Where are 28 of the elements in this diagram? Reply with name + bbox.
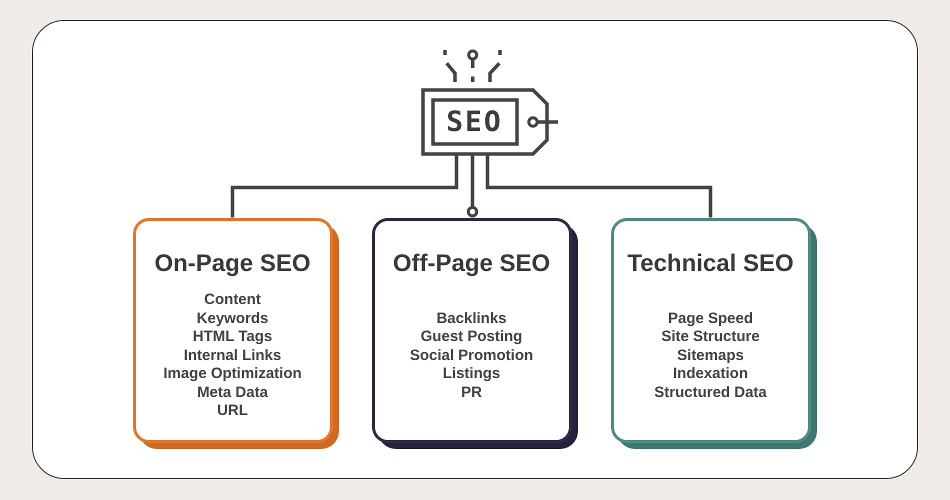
list-item: Internal Links	[184, 346, 282, 366]
category-title: Off-Page SEO	[392, 248, 550, 278]
category-title: On-Page SEO	[154, 248, 311, 278]
category-card	[372, 218, 578, 448]
connector-line	[230, 156, 458, 218]
tag-label: SEO	[445, 104, 504, 140]
list-item: Listings	[442, 365, 500, 384]
seo-tag	[420, 88, 558, 156]
list-item: Keywords	[196, 310, 268, 328]
list-item: PR	[461, 384, 482, 402]
list-item: Site Structure	[661, 328, 760, 347]
list-item: HTML Tags	[192, 328, 272, 347]
list-item: Social Promotion	[410, 346, 534, 366]
list-item: Image Optimization	[163, 365, 302, 384]
connector-line	[486, 156, 712, 218]
list-item: Backlinks	[436, 310, 507, 328]
list-item: Structured Data	[654, 384, 767, 402]
list-item: URL	[217, 402, 248, 421]
list-item: Guest Posting	[420, 328, 522, 347]
category-title: Technical SEO	[627, 248, 794, 278]
list-item: Meta Data	[197, 384, 268, 402]
category-card	[610, 218, 816, 448]
list-item: Page Speed	[668, 310, 754, 328]
list-item: Indexation	[672, 365, 748, 384]
list-item: Content	[204, 291, 261, 310]
category-card	[132, 218, 338, 448]
list-item: Sitemaps	[677, 346, 744, 366]
connector-line	[466, 156, 478, 218]
